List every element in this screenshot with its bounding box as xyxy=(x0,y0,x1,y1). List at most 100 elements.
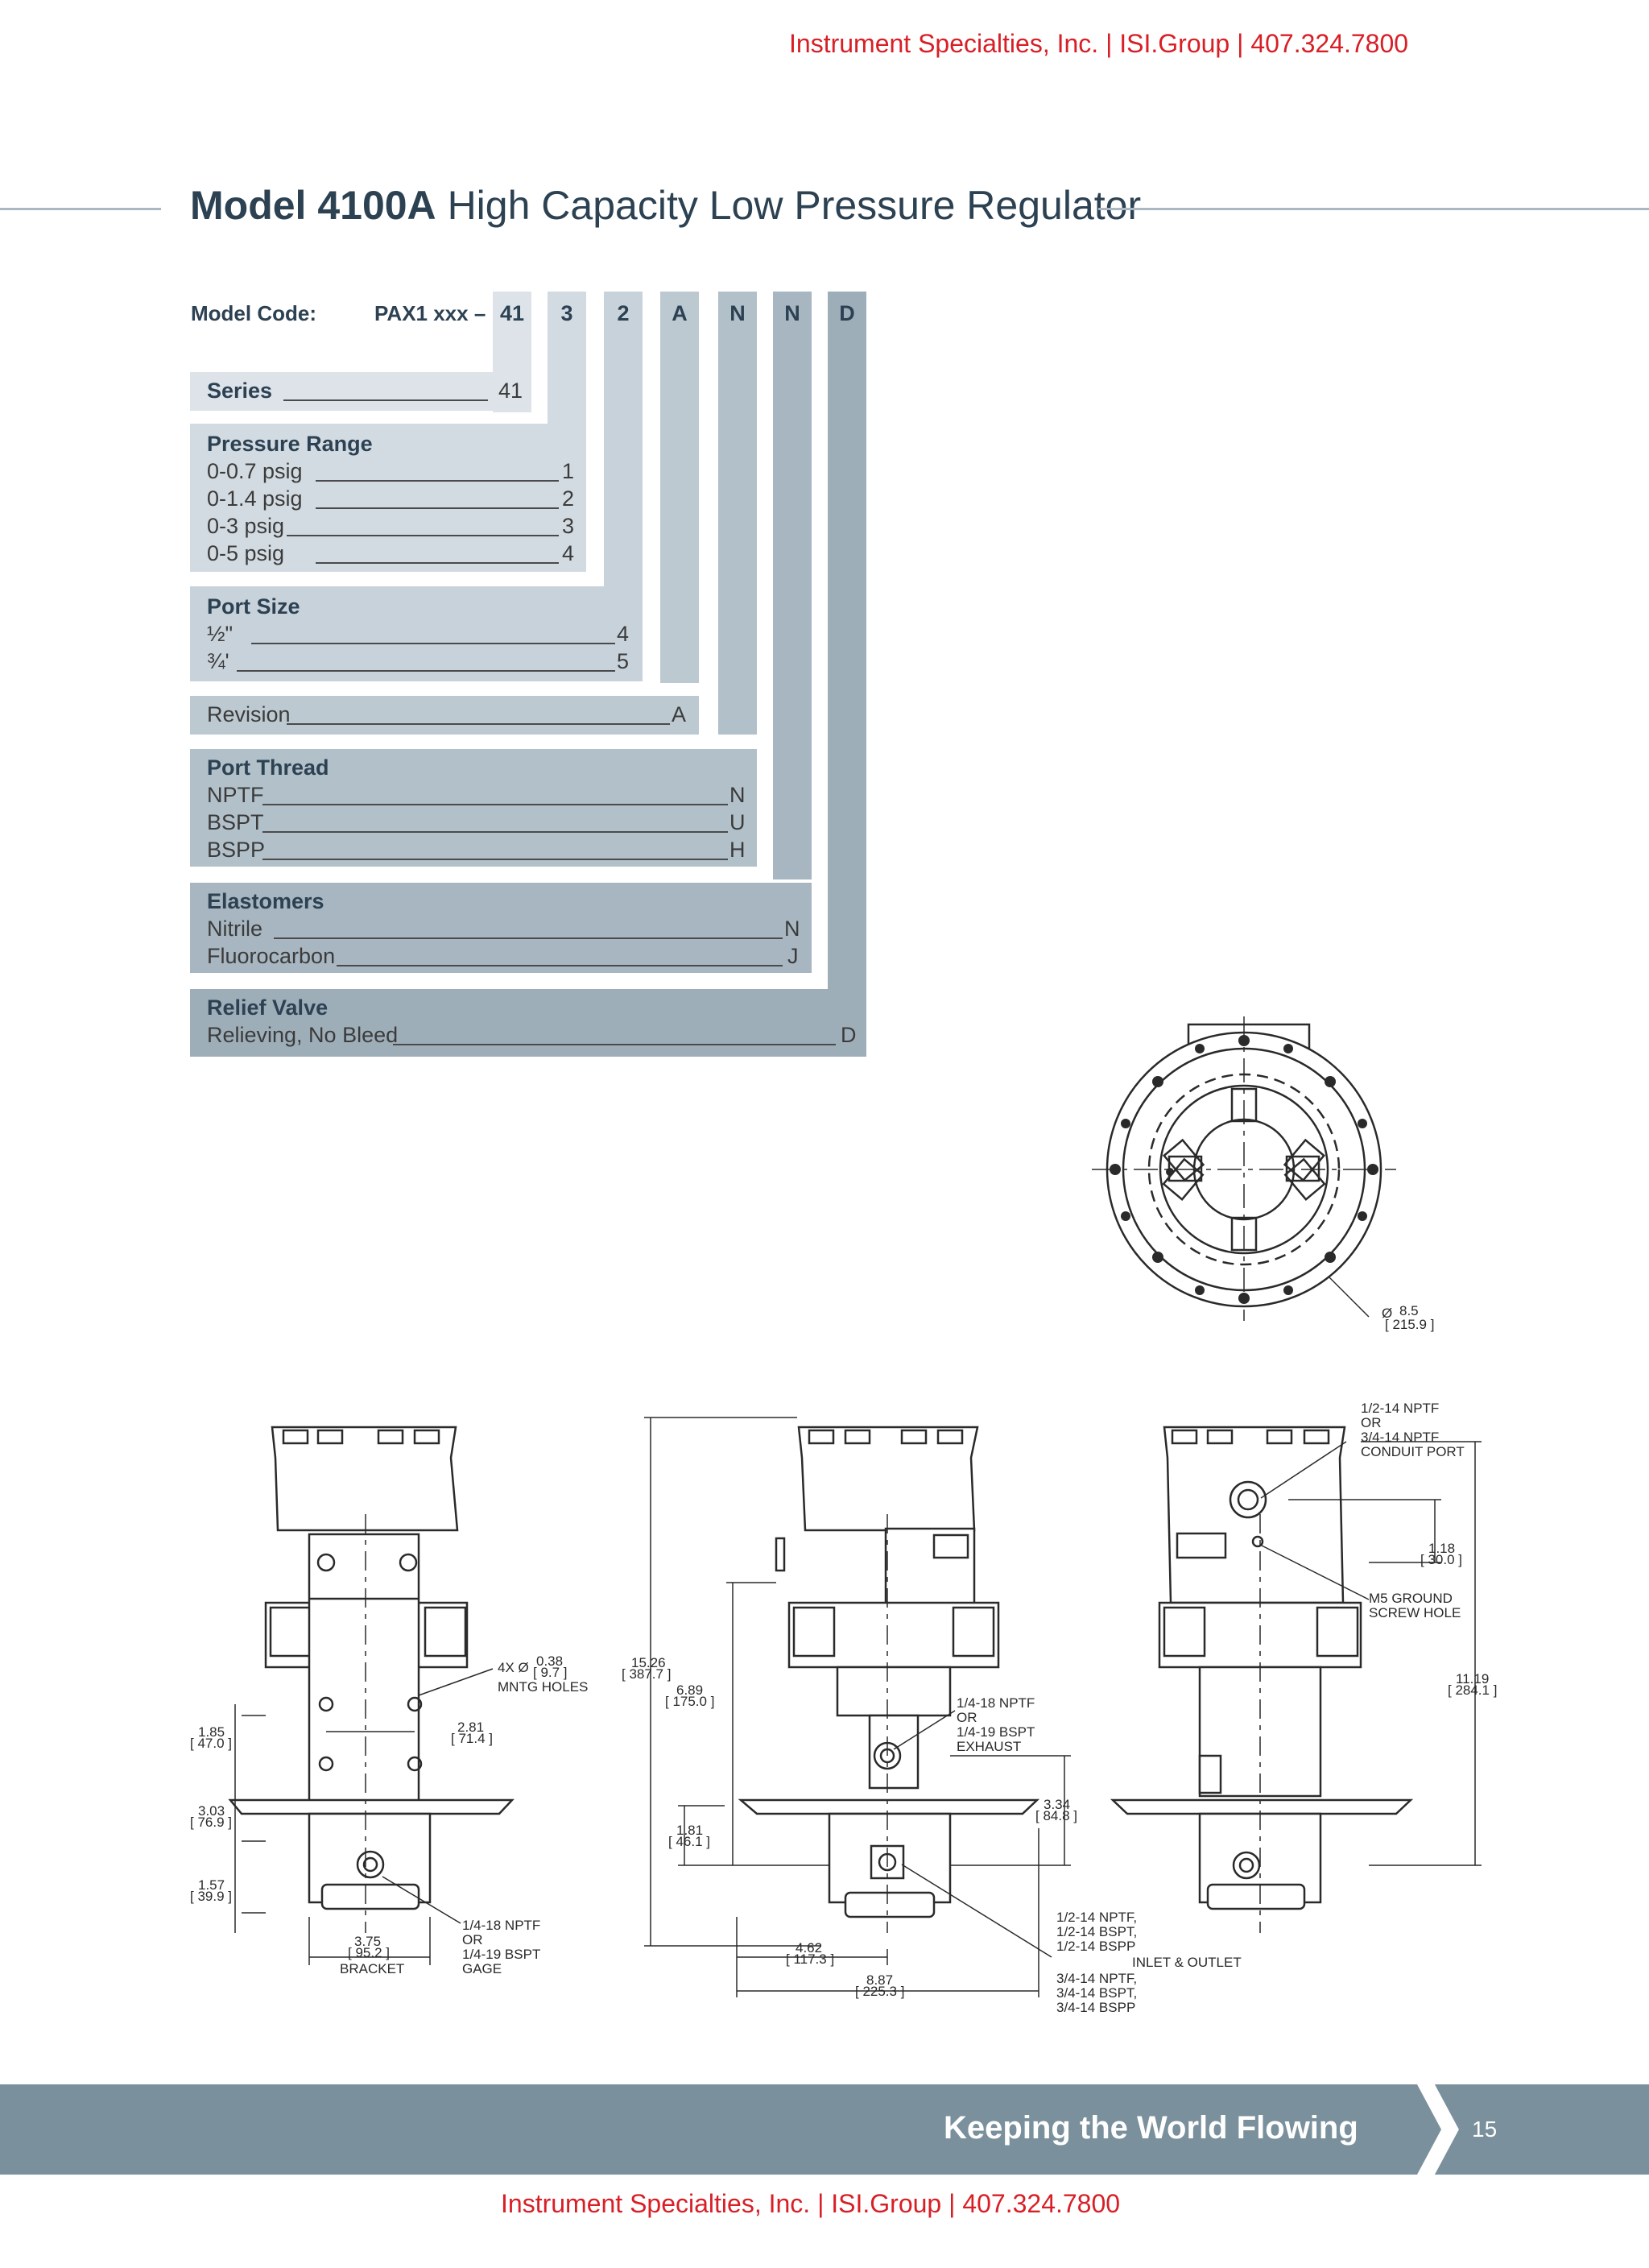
relief-option-code: D xyxy=(841,1023,857,1047)
elastomers-option-label: Nitrile xyxy=(207,917,263,941)
code-box-relief: D xyxy=(828,292,866,335)
code-bar-port-size xyxy=(604,335,643,586)
dim-281-mm: [ 71.4 ] xyxy=(451,1731,493,1746)
port-size-option-code: 5 xyxy=(617,649,630,673)
technical-drawing: Ø 8.5 [ 215.9 ] 1.85 [ 47.0 ] 3.03 [ 76.… xyxy=(190,1016,1497,2015)
bracket-dim-mm: [ 95.2 ] xyxy=(348,1945,390,1960)
gage-line-1: 1/4-18 NPTF xyxy=(462,1918,540,1933)
pressure-option-leader xyxy=(316,562,559,564)
code-box-revision: A xyxy=(660,292,699,335)
elastomers-option-leader xyxy=(337,965,783,966)
conduit-line-1: 1/2-14 NPTF xyxy=(1361,1401,1439,1416)
revision-code: A xyxy=(672,702,687,726)
series-leader xyxy=(283,399,488,401)
pressure-option-label: 0-1.4 psig xyxy=(207,486,303,511)
title-rule-right xyxy=(1098,208,1649,210)
dim-1119-mm: [ 284.1 ] xyxy=(1448,1682,1497,1698)
port-thread-option-code: U xyxy=(729,810,746,834)
dim-462: 4.62 xyxy=(796,1940,822,1956)
section-revision: Revision A xyxy=(190,696,699,735)
port-size-option-leader xyxy=(251,643,615,644)
left-view-drawing xyxy=(228,1426,515,1965)
elastomers-title: Elastomers xyxy=(207,889,324,913)
gage-line-3: 1/4-19 BSPT xyxy=(462,1947,540,1962)
holes-size: 0.38 xyxy=(536,1653,563,1669)
holes-label: MNTG HOLES xyxy=(498,1679,588,1695)
top-dia-prefix: Ø xyxy=(1382,1306,1392,1321)
dim-1526: 15.26 xyxy=(631,1655,666,1670)
dim-689-mm: [ 175.0 ] xyxy=(665,1694,714,1709)
pressure-option-code: 3 xyxy=(562,514,575,538)
elastomers-option-label: Fluorocarbon xyxy=(207,944,336,968)
port-thread-option-label: BSPP xyxy=(207,838,266,862)
pressure-option-code: 1 xyxy=(562,459,575,483)
pressure-option-label: 0-0.7 psig xyxy=(207,459,303,483)
elastomers-option-leader xyxy=(274,937,783,939)
page-title: Model 4100A High Capacity Low Pressure R… xyxy=(190,182,1141,229)
dim-303: 3.03 xyxy=(198,1803,225,1819)
revision-leader xyxy=(287,723,670,725)
page-footer-contact: Instrument Specialties, Inc. | ISI.Group… xyxy=(501,2189,1121,2218)
pressure-option-leader xyxy=(316,507,559,509)
dim-157: 1.57 xyxy=(198,1877,225,1893)
code-box-series: 41 xyxy=(493,292,531,335)
pressure-option-leader xyxy=(287,535,559,536)
footer-chevron xyxy=(1417,2084,1649,2175)
page-number: 15 xyxy=(1472,2117,1498,2142)
dim-185: 1.85 xyxy=(198,1724,225,1740)
code-box-port-size: 2 xyxy=(604,292,643,335)
section-series: Series 41 xyxy=(190,372,531,411)
io-line-1: 1/2-14 NPTF, xyxy=(1056,1910,1137,1925)
dim-181-mm: [ 46.1 ] xyxy=(668,1834,710,1849)
code-box-pressure: 3 xyxy=(548,292,586,335)
exhaust-line-2: OR xyxy=(957,1710,977,1725)
dim-887-mm: [ 225.3 ] xyxy=(855,1984,904,1999)
io-line-6: 3/4-14 BSPP xyxy=(1056,2000,1135,2015)
top-view-drawing xyxy=(1092,1016,1396,1321)
io-label: INLET & OUTLET xyxy=(1132,1955,1242,1970)
right-view-drawing xyxy=(1110,1426,1482,1933)
code-box-elastomers: N xyxy=(773,292,812,335)
series-title: Series xyxy=(207,379,273,403)
page-header-contact: Instrument Specialties, Inc. | ISI.Group… xyxy=(789,29,1409,58)
exhaust-line-4: EXHAUST xyxy=(957,1739,1021,1754)
code-bar-pressure xyxy=(548,335,586,424)
elastomers-option-code: J xyxy=(787,944,799,968)
io-line-2: 1/2-14 BSPT, xyxy=(1056,1924,1137,1939)
title-rule-left xyxy=(0,208,161,210)
dim-1119: 11.19 xyxy=(1456,1671,1489,1687)
gage-line-4: GAGE xyxy=(462,1961,502,1976)
dim-334-mm: [ 84.8 ] xyxy=(1035,1808,1077,1823)
model-code-label: Model Code: xyxy=(191,301,316,325)
footer-tagline: Keeping the World Flowing xyxy=(944,2110,1358,2146)
relief-option-label: Relieving, No Bleed xyxy=(207,1023,399,1047)
model-code-prefix: PAX1 xxx – xyxy=(374,301,486,325)
code-bar-revision xyxy=(660,335,699,683)
conduit-line-4: CONDUIT PORT xyxy=(1361,1444,1465,1459)
port-size-option-label: ½" xyxy=(207,622,234,646)
pressure-option-label: 0-3 psig xyxy=(207,514,285,538)
io-line-5: 3/4-14 BSPT, xyxy=(1056,1985,1137,2001)
holes-qty: 4X Ø xyxy=(498,1660,529,1675)
dim-887: 8.87 xyxy=(866,1972,893,1988)
revision-label: Revision xyxy=(207,702,291,726)
dim-334: 3.34 xyxy=(1044,1797,1070,1812)
dim-181: 1.81 xyxy=(676,1823,703,1838)
pressure-range-title: Pressure Range xyxy=(207,432,373,456)
port-thread-option-leader xyxy=(262,831,728,833)
port-size-option-code: 4 xyxy=(617,622,630,646)
center-view-drawing xyxy=(644,1417,1071,1997)
page-title-description: High Capacity Low Pressure Regulator xyxy=(447,183,1142,228)
relief-valve-title: Relief Valve xyxy=(207,995,329,1020)
holes-size-mm: [ 9.7 ] xyxy=(533,1665,568,1680)
dim-185-mm: [ 47.0 ] xyxy=(190,1736,232,1751)
port-thread-title: Port Thread xyxy=(207,755,329,780)
section-pressure-range: Pressure Range 0-0.7 psig 1 0-1.4 psig 2… xyxy=(190,424,586,572)
dim-689: 6.89 xyxy=(676,1682,703,1698)
exhaust-line-1: 1/4-18 NPTF xyxy=(957,1695,1035,1711)
port-size-option-label: ¾' xyxy=(207,649,229,673)
ground-line-1: M5 GROUND xyxy=(1369,1591,1453,1606)
gage-line-2: OR xyxy=(462,1932,483,1947)
section-port-size: Port Size ½" 4 ¾' 5 xyxy=(190,586,643,681)
conduit-line-2: OR xyxy=(1361,1415,1382,1430)
